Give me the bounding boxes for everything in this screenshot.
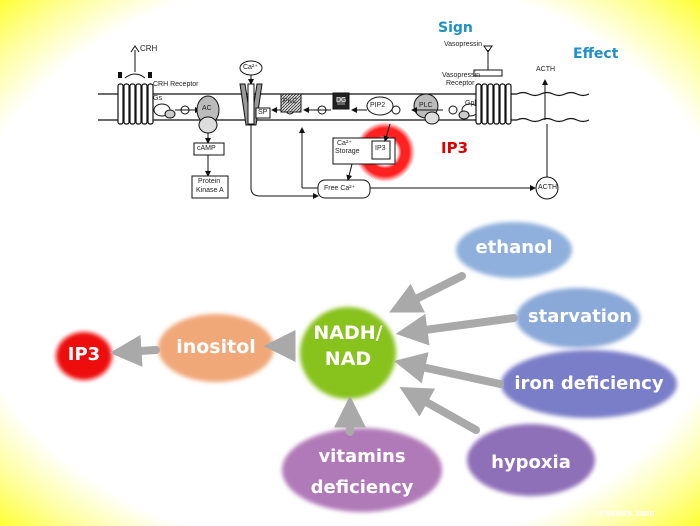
plc-label: PLC bbox=[419, 102, 433, 109]
g-protein-s bbox=[153, 103, 176, 119]
dg-label: DG bbox=[336, 97, 347, 104]
acth-bottom-label: ACTH bbox=[538, 184, 558, 191]
crh-receptor bbox=[117, 45, 154, 125]
vaso-receptor-label-1: Vasopressin bbox=[442, 72, 481, 79]
effect-label: Effect bbox=[573, 46, 619, 62]
sp-box bbox=[255, 107, 271, 119]
vasopressin-label: Vasopressin bbox=[444, 41, 483, 48]
inositol-node: inositol bbox=[176, 336, 256, 358]
pip2-label: PIP2 bbox=[370, 102, 386, 109]
network-arrows bbox=[109, 272, 518, 436]
protein-kinase-a-box bbox=[191, 175, 229, 199]
free-calcium-label: Free Ca²⁺ bbox=[324, 185, 356, 192]
sp-label: SP bbox=[258, 109, 268, 116]
pka-label-1: Protein bbox=[198, 178, 221, 185]
crh-label: CRH bbox=[140, 44, 158, 53]
vitamins-node-line2: deficiency bbox=[310, 477, 414, 498]
gpl-label: Gpl bbox=[465, 100, 476, 107]
ac-label: AC bbox=[202, 105, 212, 112]
nadh-node-line2: NAD bbox=[324, 348, 372, 370]
inositol-blob bbox=[158, 314, 274, 382]
ethanol-node: ethanol bbox=[475, 237, 553, 258]
pka-label-2: Kinase A bbox=[196, 187, 224, 194]
vitamins-node-line1: vitamins bbox=[318, 446, 406, 467]
plc-enzyme bbox=[413, 93, 440, 125]
ip3-small-box bbox=[371, 140, 391, 160]
iron-deficiency-blob bbox=[501, 350, 677, 418]
sign-label: Sign bbox=[438, 20, 473, 36]
calcium-label: Ca²⁺ bbox=[243, 64, 258, 71]
iron-deficiency-node: iron deficiency bbox=[514, 373, 664, 394]
acth-top-label: ACTH bbox=[536, 66, 556, 73]
g-protein-pl bbox=[458, 103, 479, 120]
cell-membrane bbox=[98, 91, 590, 123]
gs-label: Gs bbox=[153, 95, 162, 102]
vasopressin-receptor bbox=[473, 45, 512, 125]
nadh-blob bbox=[300, 307, 396, 399]
crh-receptor-label: CRH Receptor bbox=[153, 81, 199, 88]
ca-storage-label-2: Storage bbox=[335, 148, 360, 155]
pkc-box bbox=[280, 93, 302, 113]
free-calcium-box bbox=[317, 179, 371, 199]
starvation-node: starvation bbox=[527, 306, 633, 327]
pkc-label: PKC bbox=[283, 98, 298, 105]
ca-storage-label-1: Ca²⁺ bbox=[337, 140, 352, 147]
ip3-blob bbox=[56, 332, 112, 380]
ethanol-blob bbox=[456, 222, 572, 278]
pip2-oval bbox=[366, 96, 394, 116]
vaso-receptor-label-2: Receptor bbox=[446, 80, 475, 87]
hypoxia-blob bbox=[467, 424, 595, 496]
ip3-node: IP3 bbox=[67, 344, 101, 365]
vitamins-deficiency-blob bbox=[282, 428, 442, 512]
ip3-small-label: IP3 bbox=[375, 145, 386, 152]
starvation-blob bbox=[516, 288, 640, 348]
footer-credit: FRAMES 2000 bbox=[600, 510, 655, 518]
adenylate-cyclase bbox=[196, 95, 220, 134]
hypoxia-node: hypoxia bbox=[491, 452, 571, 473]
camp-label: cAMP bbox=[197, 145, 216, 152]
nadh-node-line1: NADH/ bbox=[313, 322, 383, 344]
ip3-callout-label: IP3 bbox=[441, 139, 469, 157]
camp-box bbox=[193, 142, 225, 156]
